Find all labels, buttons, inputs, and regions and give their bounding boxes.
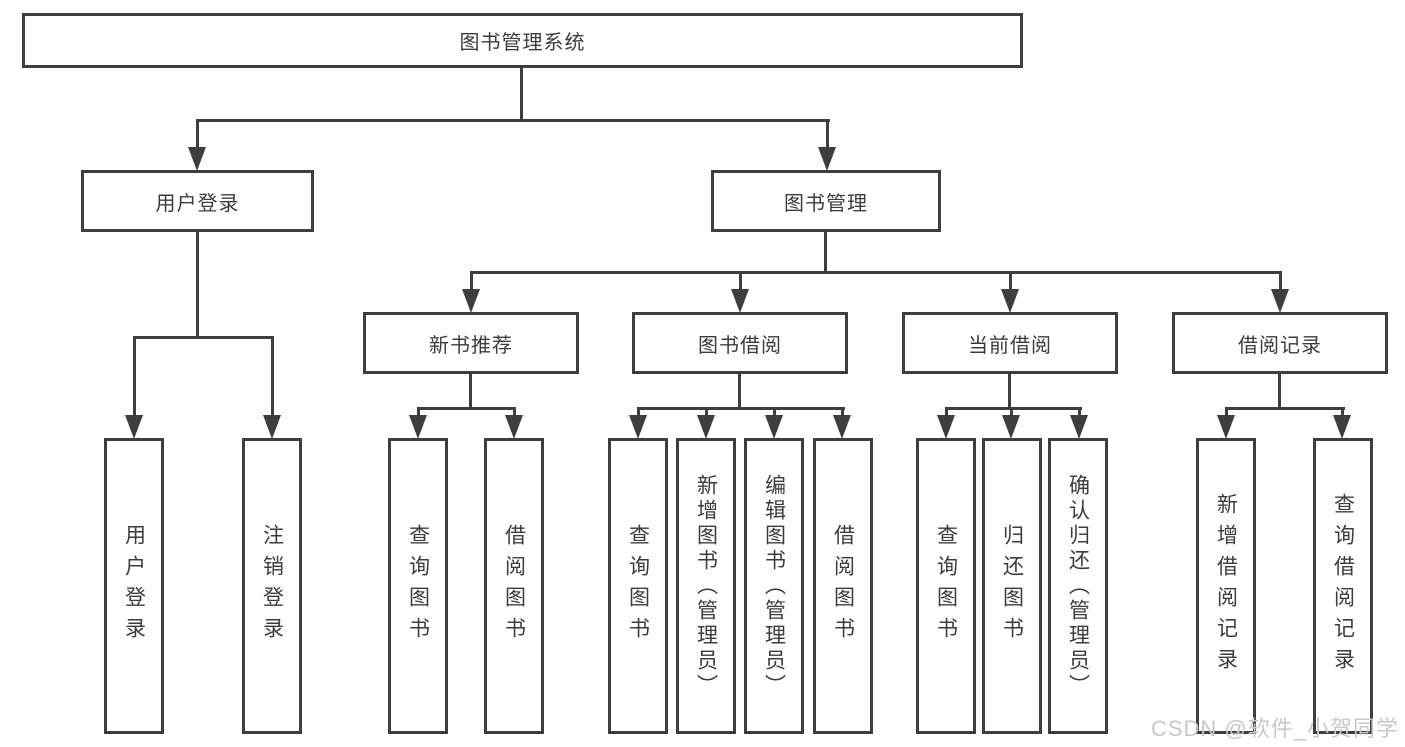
arrow-down-icon [818, 147, 836, 171]
arrow-down-icon [125, 415, 143, 439]
connector-drop-leaf [773, 407, 776, 418]
connector-root-bar [196, 119, 830, 122]
node-current-borrow-label: 当前借阅 [968, 334, 1052, 357]
connector-drop-book-management [826, 119, 829, 150]
node-new-book-recommend: 新书推荐 [363, 312, 579, 374]
connector-user-login-bar [133, 336, 274, 339]
leaf-logout: 注销登录 [242, 438, 302, 734]
arrow-down-icon [188, 147, 206, 171]
arrow-down-icon [1333, 415, 1351, 439]
arrow-down-icon [263, 415, 281, 439]
connector-drop-leaf [1010, 407, 1013, 418]
node-current-borrow: 当前借阅 [902, 312, 1118, 374]
leaf-edit-books-admin: 编辑图书（管理员） [744, 438, 804, 734]
leaf-edit-books-admin-label: 编辑图书（管理员） [762, 473, 786, 699]
connector-user-login-stem [196, 232, 199, 338]
node-book-borrow-label: 图书借阅 [698, 334, 782, 357]
arrow-down-icon [765, 415, 783, 439]
connector-drop-leaf [637, 407, 640, 418]
leaf-borrow-query-books-label: 查询图书 [626, 524, 650, 648]
arrow-down-icon [731, 289, 749, 313]
connector-root-stem [520, 68, 523, 121]
connector-drop-leaf [1341, 407, 1344, 418]
arrow-down-icon [1217, 415, 1235, 439]
leaf-current-query-books: 查询图书 [916, 438, 976, 734]
connector-group-bar [417, 407, 516, 410]
arrow-down-icon [1001, 289, 1019, 313]
leaf-borrow-query-books: 查询图书 [608, 438, 668, 734]
leaf-recommend-query-books-label: 查询图书 [406, 524, 430, 648]
leaf-recommend-query-books: 查询图书 [388, 438, 448, 734]
node-book-management-label: 图书管理 [784, 192, 868, 215]
connector-book-management-stem [824, 232, 827, 273]
connector-drop-leaf [705, 407, 708, 418]
connector-drop-group [1009, 271, 1012, 290]
node-borrow-records-label: 借阅记录 [1238, 334, 1322, 357]
leaf-confirm-return-admin-label: 确认归还（管理员） [1066, 473, 1090, 699]
connector-group-bar [637, 407, 845, 410]
connector-drop-group [739, 271, 742, 290]
leaf-confirm-return-admin: 确认归还（管理员） [1048, 438, 1108, 734]
leaf-query-borrow-record: 查询借阅记录 [1313, 438, 1373, 734]
connector-group-stem [469, 374, 472, 409]
connector-drop-group [470, 271, 473, 290]
connector-group-stem [1008, 374, 1011, 409]
leaf-return-books-label: 归还图书 [1000, 524, 1024, 648]
arrow-down-icon [1002, 415, 1020, 439]
leaf-recommend-borrow-books: 借阅图书 [484, 438, 544, 734]
leaf-logout-label: 注销登录 [260, 524, 284, 648]
node-user-login: 用户登录 [81, 170, 314, 232]
connector-group-stem [738, 374, 741, 409]
connector-drop-leaf [1078, 407, 1081, 418]
connector-drop-leaf [1225, 407, 1228, 418]
node-borrow-records: 借阅记录 [1172, 312, 1388, 374]
connector-drop-group [1279, 271, 1282, 290]
node-root: 图书管理系统 [22, 13, 1023, 68]
arrow-down-icon [1271, 289, 1289, 313]
leaf-current-query-books-label: 查询图书 [934, 524, 958, 648]
arrow-down-icon [462, 289, 480, 313]
connector-group-stem [1278, 374, 1281, 409]
arrow-down-icon [505, 415, 523, 439]
leaf-user-login: 用户登录 [104, 438, 164, 734]
arrow-down-icon [409, 415, 427, 439]
leaf-recommend-borrow-books-label: 借阅图书 [502, 524, 526, 648]
connector-drop-leaf [945, 407, 948, 418]
leaf-user-login-label: 用户登录 [122, 524, 146, 648]
connector-drop-leaf [271, 336, 274, 416]
node-book-borrow: 图书借阅 [632, 312, 848, 374]
leaf-add-books-admin-label: 新增图书（管理员） [694, 473, 718, 699]
connector-book-management-bar [470, 271, 1282, 274]
connector-drop-leaf [133, 336, 136, 416]
node-new-book-recommend-label: 新书推荐 [429, 334, 513, 357]
connector-drop-user-login [196, 119, 199, 150]
arrow-down-icon [629, 415, 647, 439]
arrow-down-icon [937, 415, 955, 439]
arrow-down-icon [697, 415, 715, 439]
node-root-label: 图书管理系统 [459, 32, 586, 54]
csdn-watermark: CSDN @软件_小贺同学 [1150, 716, 1399, 741]
node-user-login-label: 用户登录 [155, 192, 240, 215]
leaf-query-borrow-record-label: 查询借阅记录 [1331, 493, 1355, 679]
connector-drop-leaf [417, 407, 420, 418]
leaf-borrow-books: 借阅图书 [813, 438, 873, 734]
arrow-down-icon [1070, 415, 1088, 439]
connector-drop-leaf [513, 407, 516, 418]
leaf-return-books: 归还图书 [982, 438, 1042, 734]
arrow-down-icon [833, 415, 851, 439]
connector-group-bar [1225, 407, 1345, 410]
connector-drop-leaf [841, 407, 844, 418]
connector-group-bar [945, 407, 1082, 410]
leaf-add-books-admin: 新增图书（管理员） [676, 438, 736, 734]
leaf-add-borrow-record-label: 新增借阅记录 [1214, 493, 1238, 679]
leaf-add-borrow-record: 新增借阅记录 [1196, 438, 1256, 734]
leaf-borrow-books-label: 借阅图书 [831, 524, 855, 648]
node-book-management: 图书管理 [711, 170, 941, 232]
